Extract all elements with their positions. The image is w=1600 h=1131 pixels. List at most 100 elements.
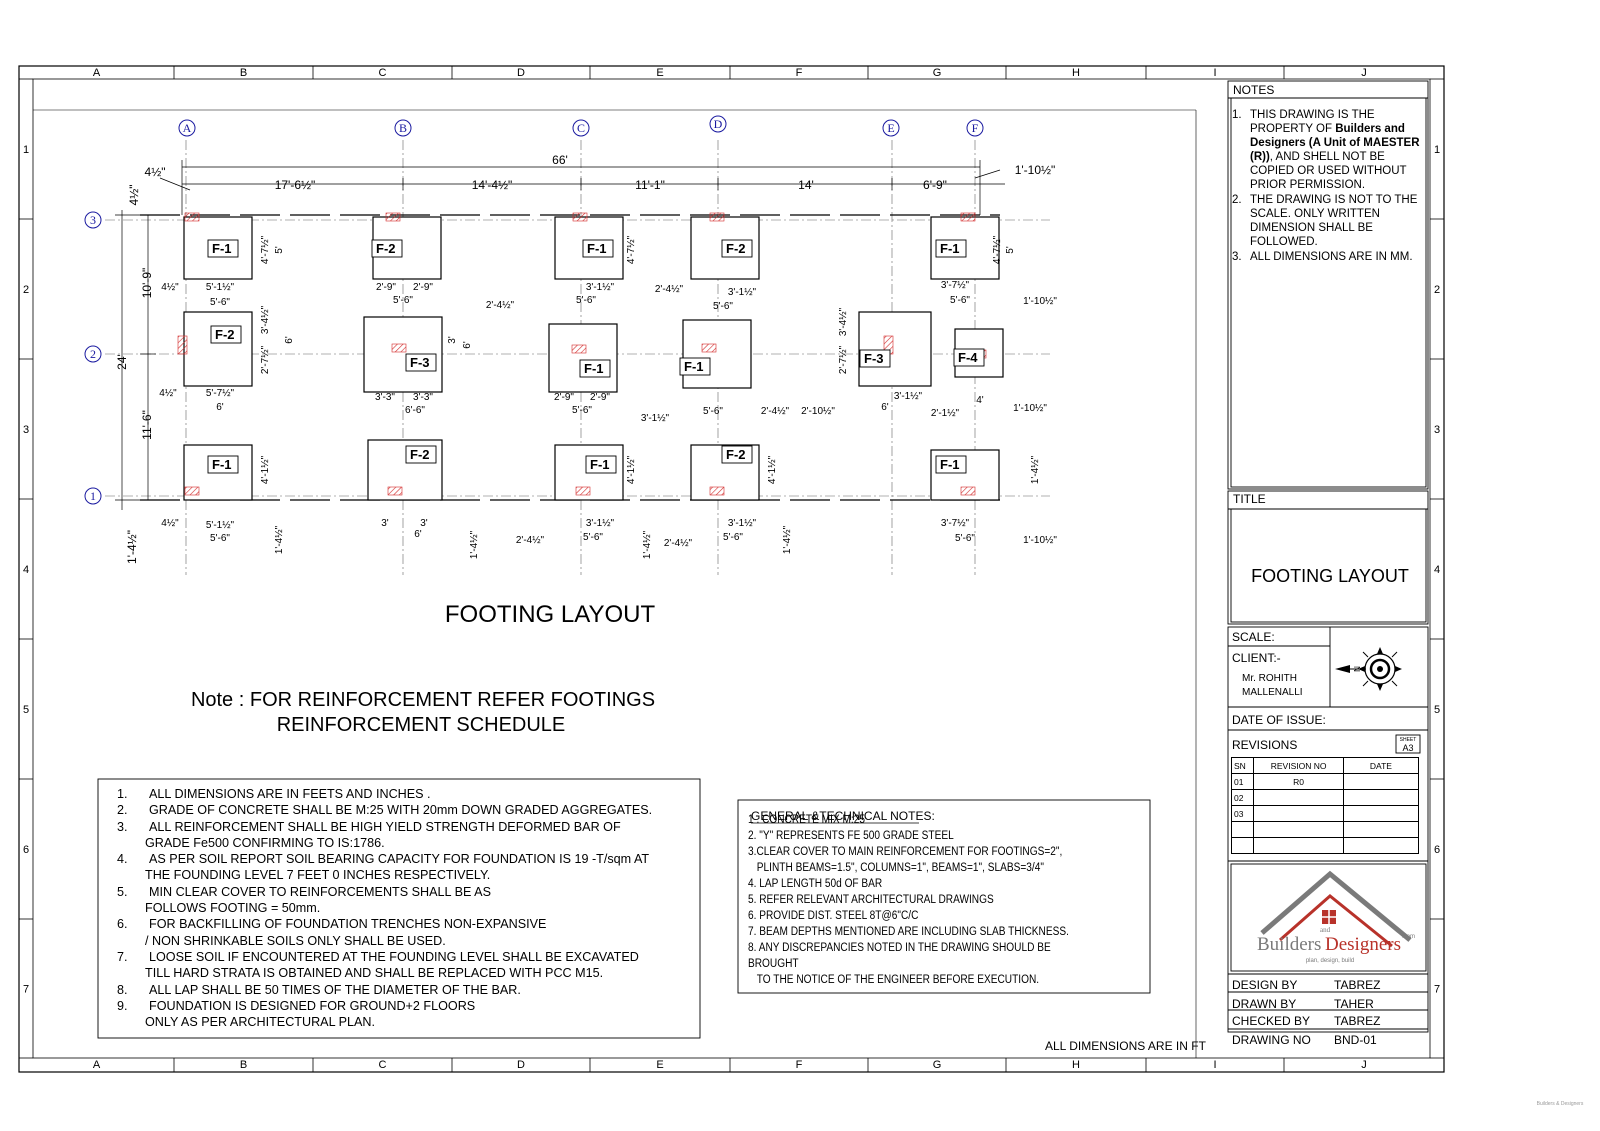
dim-callout-v: 1'-4½" [274,525,285,554]
dim-callout: 5'-7½" [206,388,235,399]
dim-callout-v: 4'-1½" [767,455,778,484]
revision-header: SN [1230,757,1255,774]
dim-callout: 3'-1½" [586,282,615,293]
title-block-title: FOOTING LAYOUT [1251,566,1409,586]
footing-label: F-2 [376,241,396,256]
footing-tag-box [721,239,753,258]
footing-f-1-1: F-1 [183,212,253,280]
bubble-label-1: 1 [90,489,96,503]
footing-label: F-1 [940,241,960,256]
revision-cell [1253,837,1344,854]
dim-callout: 3'-1½" [894,391,923,402]
column-hatch [960,486,976,496]
dim-callout: 5'-6" [950,295,970,306]
scale-label: SCALE: [1232,630,1275,644]
bubble-e [882,119,900,137]
dim-span-bc: 14'-4½" [472,178,513,192]
footing-f-1-16: F-1 [930,449,1000,501]
dim-callout: 1'-10½" [1023,296,1057,307]
dim-callout: 5'-6" [393,295,413,306]
dim-callout-v: 4'-7½" [992,235,1003,264]
technical-notes-box [737,799,1151,994]
revisions-label: REVISIONS [1232,738,1297,752]
column-hatch [184,212,200,222]
footing-f-2-4: F-2 [690,212,760,280]
grid-row-label: 7 [23,984,29,996]
bubble-label-a: A [183,121,192,135]
footing-label: F-1 [212,457,232,472]
builders-designers-logo: and Builders Designers .com plan, design… [1257,870,1415,964]
dim-span-de: 14' [798,178,814,192]
client-name-line2: MALLENALLI [1242,687,1303,698]
general-note: 3.ALL REINFORCEMENT SHALL BE HIGH YIELD … [117,819,621,850]
revision-header: REVISION NO [1253,757,1344,774]
grid-row-label: 1 [1434,144,1440,156]
footing-label: F-3 [864,351,884,366]
grid-column-label: C [379,67,387,79]
footing-tag-box [207,455,239,474]
notes-heading: NOTES [1233,83,1274,97]
general-note: 8.ALL LAP SHALL BE 50 TIMES OF THE DIAME… [117,982,521,997]
dim-callout: 5'-6" [713,301,733,312]
dim-callout-v: 5' [274,246,285,254]
technical-note: 1 . CONCRETE MIX M:25 [748,814,865,826]
checked-by-value: TABREZ [1334,1014,1380,1028]
bubble-f [966,119,984,137]
column-hatch [575,486,591,496]
dim-callout: 5'-6" [723,532,743,543]
dim-top-left-offset: 4½" [145,165,166,179]
footing-tag-box [405,445,437,464]
dim-callout-v: 3' [447,336,458,344]
dim-left-total: 24' [115,354,129,370]
dim-callout: 3'-3" [375,392,395,403]
footing-tag-box [210,325,242,344]
column-hatch [184,486,200,496]
bubble-labels: A B C D E F 3 2 1 [90,117,979,503]
revision-cell [1342,837,1420,854]
footing-label: F-2 [215,327,235,342]
grid-column-label: I [1213,67,1216,79]
footing-tag-box [207,239,239,258]
footing-tag-box [579,359,611,378]
top-dimension-text: 66' 17'-6½" 14'-4½" 11'-1" 14' 6'-9" 4½"… [145,153,1056,192]
footing-tag-box [935,239,967,258]
dim-callout-v: 6' [284,336,295,344]
column-hatch [960,212,976,222]
bubble-label-2: 2 [90,347,96,361]
footing-f-2-2: F-2 [371,212,442,280]
footing-label: F-2 [410,447,430,462]
footing-tag-box [585,455,617,474]
footing-label: F-2 [726,241,746,256]
footing-tag-box [859,349,891,368]
revision-cell: 03 [1230,805,1255,822]
column-hatch [709,212,725,222]
grid-row-label: 1 [23,144,29,156]
technical-note: 8. ANY DISCREPANCIES NOTED IN THE DRAWIN… [748,942,1051,986]
revision-cell [1342,805,1420,822]
footing-label: F-1 [587,241,607,256]
dim-callout: 5'-1½" [206,282,235,293]
title-block-note: 2.THE DRAWING IS NOT TO THE SCALE. ONLY … [1232,194,1418,248]
sheet-border [18,65,1445,1073]
footing-f-1-9: F-1 [679,319,752,389]
dim-callout: 1'-10½" [1023,535,1057,546]
dim-callout: 6' [881,402,889,413]
footing-label: F-1 [684,359,704,374]
client-name-line1: Mr. ROHITH [1242,673,1297,684]
bubble-label-3: 3 [90,213,96,227]
dim-callout-v: 5' [1005,246,1016,254]
footing-dimension-callouts: 5'-1½" 5'-6" 2'-9" 2'-9" 5'-6" 3'-1½" 5'… [159,280,1057,549]
dim-callout-v: 1'-4½" [1030,455,1041,484]
dim-callout: 2'-9" [376,282,396,293]
technical-note: 4. LAP LENGTH 50d OF BAR [748,878,883,890]
dim-callout: 2'-9" [590,392,610,403]
general-note: 5.MIN CLEAR COVER TO REINFORCEMENTS SHAL… [117,884,491,916]
design-by-label: DESIGN BY [1232,978,1297,992]
grid-row-label: 6 [23,844,29,856]
reinforcement-note-line1: Note : FOR REINFORCEMENT REFER FOOTINGS [191,689,655,711]
footing-label: F-2 [726,447,746,462]
dim-span-ab: 17'-6½" [275,178,316,192]
dim-callout: 4½" [161,282,179,293]
